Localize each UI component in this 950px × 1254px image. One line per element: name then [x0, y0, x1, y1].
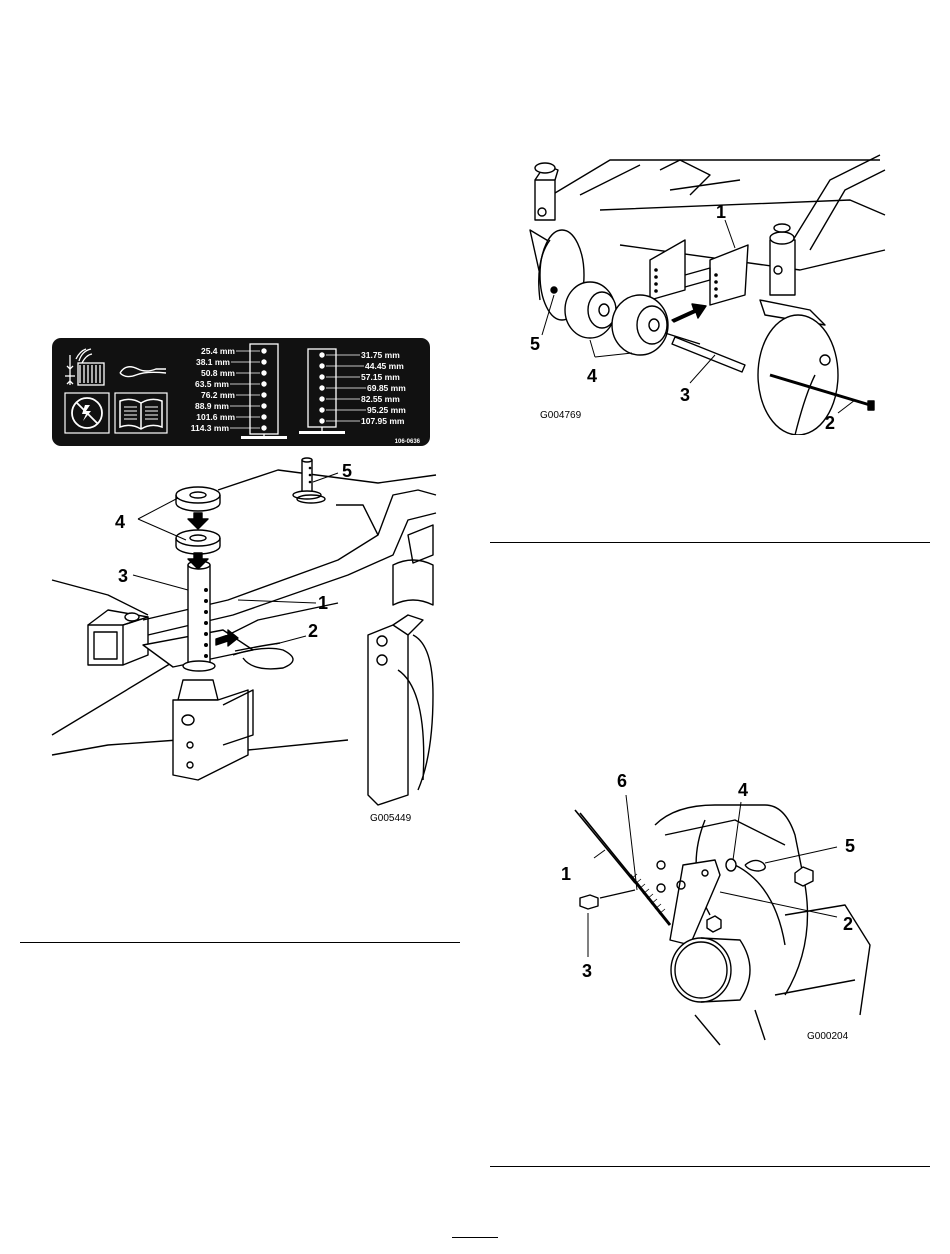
callout-2: 2	[843, 914, 853, 934]
caster-arm-drawing	[52, 458, 436, 805]
figure-code: G005449	[370, 813, 412, 824]
decal-left-height-7: 101.6 mm	[196, 412, 235, 422]
decal-right-height-4: 69.85 mm	[367, 383, 406, 393]
figure-code: G000204	[807, 1031, 849, 1042]
height-decal: 25.4 mm 38.1 mm 50.8 mm 63.5 mm 76.2 mm …	[52, 338, 430, 446]
decal-left-height-3: 50.8 mm	[201, 368, 235, 378]
callout-2: 2	[308, 621, 318, 641]
decal-right-height-2: 44.45 mm	[365, 361, 404, 371]
callout-3: 3	[582, 961, 592, 981]
figure-roller-install-drawing: 1 5 4 3 2 G004769	[520, 150, 900, 435]
decal-right-height-3: 57.15 mm	[361, 372, 400, 382]
decal-left-height-5: 76.2 mm	[201, 390, 235, 400]
section-divider-right-bottom	[490, 1166, 930, 1167]
decal-code: 106-0636	[395, 439, 421, 445]
figure-caster-height-drawing: 25.4 mm 38.1 mm 50.8 mm 63.5 mm 76.2 mm …	[48, 335, 438, 830]
decal-left-height-4: 63.5 mm	[195, 379, 229, 389]
callout-5: 5	[845, 836, 855, 856]
section-divider-right-top	[490, 542, 930, 543]
callout-1: 1	[318, 593, 328, 613]
decal-right-height-1: 31.75 mm	[361, 350, 400, 360]
callout-3: 3	[118, 566, 128, 586]
callout-2: 2	[825, 413, 835, 433]
figure-code: G004769	[540, 410, 582, 421]
figure-cable-adjust: 6 1 4 5 2 3 G000204	[555, 765, 875, 1050]
decal-left-height-8: 114.3 mm	[191, 423, 230, 433]
callout-3: 3	[680, 385, 690, 405]
callout-1: 1	[716, 202, 726, 222]
spacer-washer-lower	[176, 530, 220, 554]
callout-5: 5	[530, 334, 540, 354]
page-number-rule	[452, 1237, 498, 1238]
callout-4: 4	[587, 366, 597, 386]
decal-left-height-1: 25.4 mm	[201, 346, 235, 356]
spacer-washer-upper	[176, 487, 220, 511]
callout-6: 6	[617, 771, 627, 791]
section-divider-left	[20, 942, 460, 943]
decal-left-height-2: 38.1 mm	[196, 357, 230, 367]
figure-caster-height: 25.4 mm 38.1 mm 50.8 mm 63.5 mm 76.2 mm …	[48, 335, 438, 830]
callout-1: 1	[561, 864, 571, 884]
decal-right-height-6: 95.25 mm	[367, 405, 406, 415]
decal-right-height-5: 82.55 mm	[361, 394, 400, 404]
figure-roller-install: 1 5 4 3 2 G004769	[520, 150, 900, 435]
decal-right-height-7: 107.95 mm	[361, 416, 405, 426]
callout-4: 4	[115, 512, 125, 532]
callout-5: 5	[342, 461, 352, 481]
figure-cable-adjust-drawing: 6 1 4 5 2 3 G000204	[555, 765, 875, 1050]
callout-4: 4	[738, 780, 748, 800]
decal-left-height-6: 88.9 mm	[195, 401, 229, 411]
